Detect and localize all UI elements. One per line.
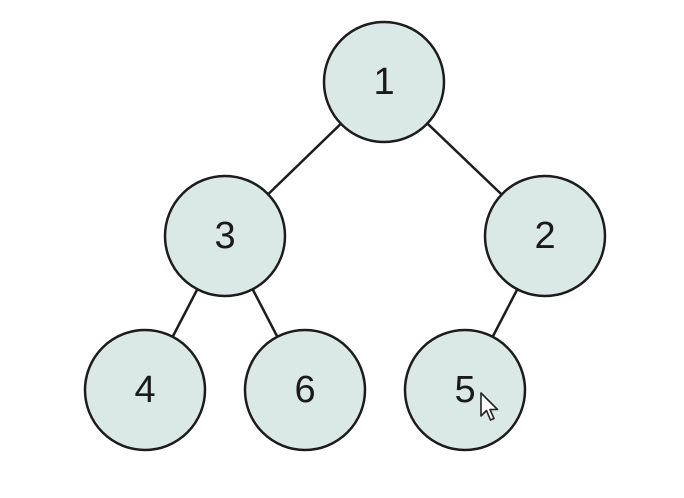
tree-node[interactable]: 3 [163, 174, 287, 298]
node-circle [243, 328, 367, 452]
tree-node[interactable]: 5 [403, 328, 527, 452]
tree-edge [426, 122, 503, 196]
tree-node[interactable]: 6 [243, 328, 367, 452]
edges-layer [171, 122, 519, 339]
tree-node[interactable]: 1 [322, 20, 446, 144]
node-label: 1 [373, 61, 394, 103]
node-label: 3 [214, 215, 235, 257]
mouse-pointer-icon [480, 392, 499, 421]
node-circle [322, 20, 446, 144]
node-label: 5 [454, 369, 475, 411]
tree-node[interactable]: 2 [483, 174, 607, 298]
node-label: 4 [134, 369, 155, 411]
tree-edge [251, 287, 279, 339]
node-circle [163, 174, 287, 298]
tree-edge [266, 122, 343, 196]
tree-edge [491, 287, 519, 339]
node-label: 6 [294, 369, 315, 411]
node-circle [483, 174, 607, 298]
node-label: 2 [534, 215, 555, 257]
tree-node[interactable]: 4 [83, 328, 207, 452]
node-circle [403, 328, 527, 452]
node-circle [83, 328, 207, 452]
nodes-layer: 1 3 2 4 6 5 [83, 20, 607, 452]
tree-edge [171, 287, 199, 339]
